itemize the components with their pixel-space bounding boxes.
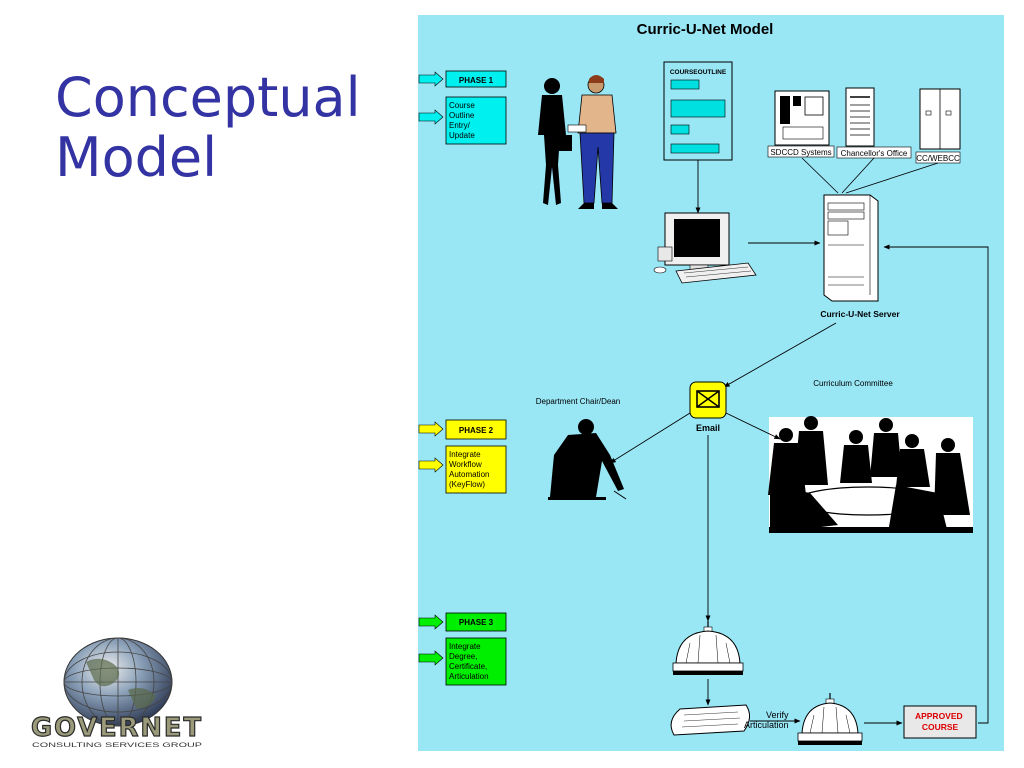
email-label: Email	[696, 423, 720, 433]
server-label: Curric-U-Net Server	[820, 309, 900, 319]
phase-3-arrow-icon	[418, 614, 444, 630]
phase-2-arrow-icon	[418, 421, 444, 437]
phase-3-line-2: Degree,	[449, 652, 477, 661]
svg-text:APPROVED COURSE: APPROVED COURSE	[915, 711, 965, 732]
svg-text:Integrate Workflow: Integrate Workflow Automation (KeyFlow)	[449, 450, 492, 489]
chancellors-office-label: Chancellor's Office	[841, 149, 908, 158]
slide-title-line2: Model	[55, 126, 218, 189]
phase-3: PHASE 3 Integrate Degree, Certificate, A…	[418, 612, 507, 686]
phase-1: PHASE 1 Course Outline Entry/ Update	[418, 70, 507, 145]
phase-1-line-2: Outline	[449, 111, 475, 120]
logo-wordmark: GOVERNET	[31, 713, 203, 743]
phase-2-line-1: Integrate	[449, 450, 481, 459]
phase-1-arrow-icon	[418, 71, 444, 87]
document-scroll-icon	[670, 704, 750, 736]
committee-label: Curriculum Committee	[813, 379, 893, 388]
phase-1-line-1: Course	[449, 101, 475, 110]
svg-text:Verify Articulation: Verify Articulation	[744, 710, 791, 730]
approved-course-badge: APPROVED COURSE	[903, 705, 977, 739]
curric-u-net-diagram: Curric-U-Net Model PHASE 1 Course Outlin…	[418, 15, 1004, 751]
cc-webcc-label: CC/WEBCC	[916, 154, 960, 163]
phase-2-line-2: Workflow	[449, 460, 482, 469]
curriculum-committee-icon	[768, 416, 973, 533]
slide-title-line1: Conceptual	[55, 66, 361, 129]
email-icon	[689, 381, 727, 419]
svg-text:Integrate Degree,: Integrate Degree, Certificate, Articulat…	[449, 642, 489, 681]
course-outline-title: COURSEOUTLINE	[670, 69, 727, 76]
approved-line1: APPROVED	[915, 711, 963, 721]
phase-2-line-3: Automation	[449, 470, 489, 479]
business-people-icon	[538, 75, 618, 209]
phase-1-line-4: Update	[449, 131, 475, 140]
server-tower-icon	[823, 194, 879, 302]
slide-title: Conceptual Model	[55, 68, 385, 188]
verify-line2: Articulation	[744, 720, 789, 730]
logo-tagline: CONSULTING SERVICES GROUP	[32, 743, 202, 749]
department-chair-icon	[548, 419, 627, 500]
phase-2: PHASE 2 Integrate Workflow Automation (K…	[418, 419, 507, 494]
verify-line1: Verify	[766, 710, 789, 720]
phase-3-line-3: Certificate,	[449, 662, 487, 671]
phase-3-line-4: Articulation	[449, 672, 489, 681]
course-outline-document: COURSEOUTLINE	[663, 61, 733, 161]
globe-icon	[63, 637, 173, 727]
diagram-title: Curric-U-Net Model	[637, 21, 774, 38]
phase-2-line-4: (KeyFlow)	[449, 480, 485, 489]
sdccd-systems: SDCCD Systems	[767, 90, 835, 158]
phase-3-line-1: Integrate	[449, 642, 481, 651]
approved-line2: COURSE	[922, 722, 959, 732]
chancellors-office: Chancellor's Office	[836, 87, 912, 159]
phase-3-desc-arrow-icon	[418, 650, 444, 666]
phase-1-label: PHASE 1	[459, 76, 494, 85]
phase-1-desc-arrow-icon	[418, 109, 444, 125]
phase-1-line-3: Entry/	[449, 121, 471, 130]
cc-webcc: CC/WEBCC	[915, 88, 961, 164]
dept-chair-label: Department Chair/Dean	[536, 397, 620, 406]
governet-logo: GOVERNET CONSULTING SERVICES GROUP	[24, 632, 210, 750]
phase-2-label: PHASE 2	[459, 426, 494, 435]
phase-2-desc-arrow-icon	[418, 457, 444, 473]
sdccd-systems-label: SDCCD Systems	[770, 148, 831, 157]
phase-3-label: PHASE 3	[459, 618, 494, 627]
svg-text:Course Outline: Course Outline Entry/ Update	[449, 101, 477, 140]
capitol-building-icon	[672, 621, 744, 675]
capitol-building-2-icon	[797, 693, 863, 745]
computer-workstation-icon	[653, 212, 757, 284]
